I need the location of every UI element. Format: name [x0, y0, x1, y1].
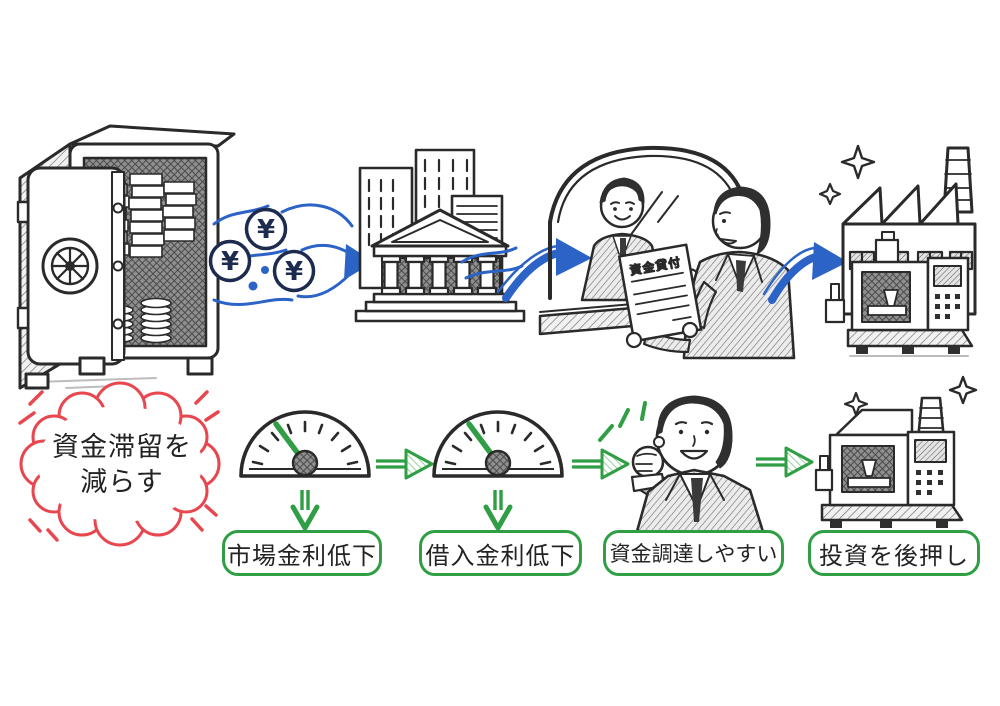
- bank-illustration: [354, 148, 526, 323]
- callout-line-1: 資金滞留を: [52, 432, 192, 463]
- interest-rate-gauge-2: [434, 412, 562, 528]
- safe-dial-icon: [41, 237, 99, 295]
- label-text: 市場金利低下: [227, 541, 377, 570]
- label-text: 投資を後押し: [819, 541, 969, 570]
- sparkle-icon: [948, 375, 978, 405]
- callout-line-2: 減らす: [80, 467, 164, 499]
- label-box-easier-financing: 資金調達しやすい: [603, 530, 784, 576]
- safe-illustration: [16, 124, 236, 390]
- yen-coin-icon: ¥: [244, 207, 288, 251]
- green-arrow-2: [570, 448, 630, 480]
- green-arrow-3: [754, 446, 814, 478]
- label-text: 資金調達しやすい: [609, 542, 778, 566]
- callout-text: 資金滞留を 減らす: [30, 430, 214, 500]
- machine-tool: [824, 231, 974, 357]
- emphasis-dashes: [18, 390, 220, 542]
- label-text: 借入金利低下: [425, 541, 576, 570]
- investment-machine: [814, 375, 978, 533]
- raised-fist: [631, 445, 665, 479]
- yen-symbol: ¥: [221, 247, 239, 277]
- yen-symbol: ¥: [257, 215, 275, 245]
- loan-document: 資金貸付: [617, 243, 703, 343]
- factory-illustration: [818, 144, 977, 357]
- blue-arrow-2: [762, 242, 848, 304]
- money-outflow: ¥ ¥ ¥: [208, 203, 374, 307]
- blue-arrowhead-icon: [812, 242, 848, 280]
- blue-arrow-1: [496, 238, 592, 302]
- label-box-investment-boost: 投資を後押し: [808, 530, 980, 576]
- interest-rate-gauge-1: [241, 412, 369, 528]
- bank-counter-scene: 資金貸付: [538, 145, 796, 360]
- sparkle-icon: [818, 182, 842, 206]
- label-box-market-rate: 市場金利低下: [222, 530, 382, 576]
- yen-coin-icon: ¥: [208, 239, 252, 283]
- yen-symbol: ¥: [285, 257, 303, 287]
- blue-arrowhead-icon: [556, 238, 592, 276]
- label-box-borrowing-rate: 借入金利低下: [419, 530, 582, 576]
- yen-coin-icon: ¥: [272, 249, 316, 293]
- customer: [642, 186, 796, 360]
- green-arrow-1: [374, 448, 434, 480]
- sparkle-icon: [840, 144, 876, 180]
- businessman: [598, 395, 766, 537]
- callout-cloud: [18, 381, 221, 547]
